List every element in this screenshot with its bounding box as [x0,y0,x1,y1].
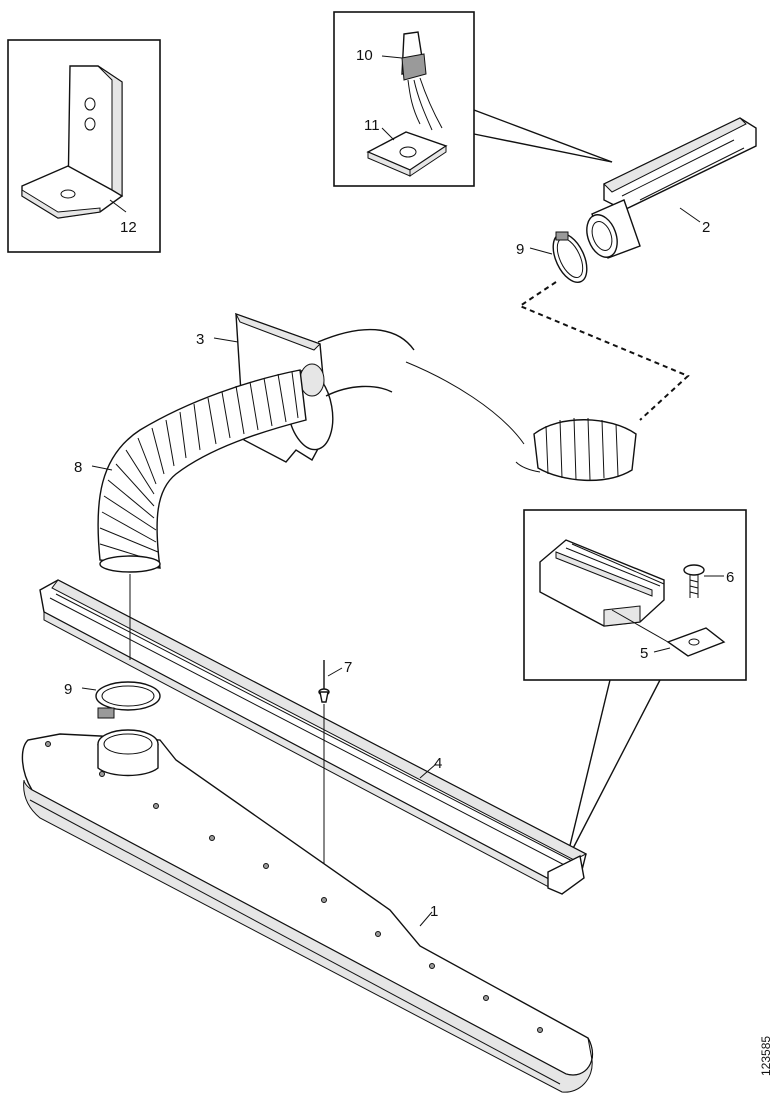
pin-7: 7 [318,659,352,703]
hose-end [99,555,161,573]
callout-6: 6 [726,569,734,586]
clip-plate-5 [666,627,726,657]
inset-frame-5-6 [523,509,747,681]
outlet-body [603,117,757,211]
duct-side [23,779,593,1093]
callout-12: 12 [120,219,137,236]
routing-line [517,281,690,421]
callout-9-lower: 9 [64,681,72,698]
duct-top [21,733,594,1076]
air-outlet-2: 2 [586,117,757,259]
bracket-hole-base [60,189,76,199]
callout-7: 7 [344,659,352,676]
inset-frame-10-11 [333,11,475,187]
callout-5: 5 [640,645,648,662]
callout-2: 2 [702,219,710,236]
callout-11: 11 [364,117,380,134]
rail-4: 4 [39,579,588,895]
inset-frame-12 [7,39,161,253]
inset-fastener-5-6: 6 5 [523,509,747,681]
screw-6-head [683,564,705,576]
hose-body [97,369,307,569]
screw-6-shank [689,574,699,598]
duct-elbow [533,417,637,482]
bracket-hole-lower [84,117,96,131]
rail-end [547,854,585,895]
flexible-hose-8: 8 [74,369,307,573]
inset-bracket-12: 12 [7,39,161,253]
document-number: 123585 [759,1036,773,1076]
duct-base-1: 1 [21,729,594,1093]
callout-3: 3 [196,331,204,348]
mounting-plate-11 [366,131,448,171]
callout-10: 10 [356,47,373,64]
bracket-hole-upper [84,97,96,111]
callout-4: 4 [434,755,442,772]
callout-9-upper: 9 [516,241,524,258]
callout-8: 8 [74,459,82,476]
outlet-collar [586,214,618,258]
hose-clamp-lower-9: 9 [64,681,161,719]
inset-connector-10-11: 10 11 [333,11,475,187]
callout-1: 1 [430,903,438,920]
hose-clamp-upper-9: 9 [516,231,588,283]
